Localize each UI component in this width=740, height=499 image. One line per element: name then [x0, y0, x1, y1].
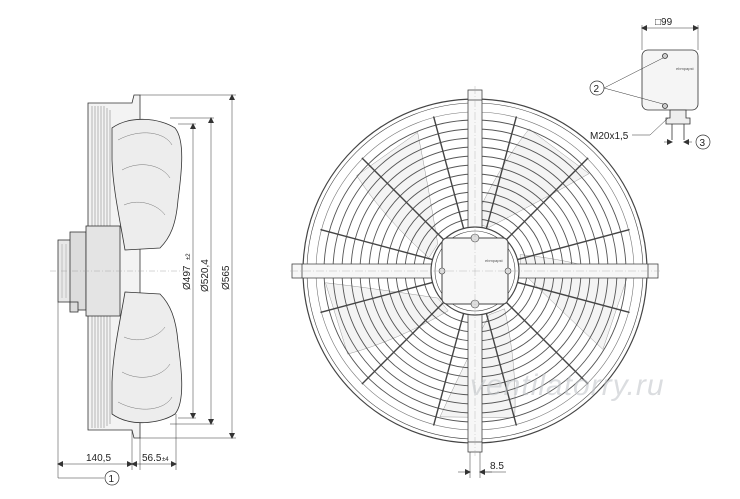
guard-spoke: [361, 301, 445, 385]
fan-blade: [356, 131, 439, 259]
front-view: [290, 86, 660, 456]
svg-text:2: 2: [594, 84, 600, 95]
guard-spoke: [361, 157, 445, 241]
guard-spoke: [485, 116, 518, 229]
dim-blade-group: Ø497 ±2: [182, 253, 193, 290]
hub-logo: ebmpapst: [485, 258, 503, 263]
callout-3: 3: [695, 134, 711, 150]
dim-hub-offset-label: 56.5: [142, 453, 162, 464]
callout-2: 2: [589, 80, 605, 96]
dim-ring-label: Ø520,4: [200, 259, 211, 292]
dim-guard-group: Ø565: [221, 265, 232, 290]
box-size-label: □99: [655, 17, 673, 28]
svg-text:1: 1: [109, 474, 115, 485]
callout-1: 1: [104, 470, 120, 486]
guard-spoke: [505, 301, 589, 385]
dim-foot-label: 8.5: [490, 461, 504, 472]
dim-depth-label: 140,5: [86, 453, 111, 464]
guard-spoke: [517, 281, 630, 314]
box-logo: ebmpapst: [676, 66, 694, 71]
cable-gland: [665, 109, 691, 125]
guard-spoke: [320, 281, 433, 314]
terminal-box-detail: [603, 25, 699, 145]
dim-ring-group: Ø520,4: [200, 259, 211, 292]
foot-dimension: [458, 452, 506, 478]
blade-upper: [111, 118, 183, 251]
guard-spoke: [432, 116, 465, 229]
dim-hub-offset-tol: ±4: [162, 457, 169, 463]
watermark: ventilatorry.ru: [470, 369, 665, 402]
fan-blade: [472, 128, 590, 228]
guard-spoke: [320, 228, 433, 261]
dim-hub-offset-group: 56.5 ±4: [142, 453, 169, 464]
guard-spoke: [432, 313, 465, 426]
dim-guard-label: Ø565: [221, 265, 232, 290]
guard-spoke: [485, 313, 518, 426]
side-dimensions: [57, 94, 236, 479]
blade-lower: [111, 291, 183, 424]
terminal-box: [641, 49, 699, 111]
guard-spoke: [517, 228, 630, 261]
guard-spokes: [320, 116, 630, 426]
dim-blade-label: Ø497: [182, 265, 193, 290]
cable-gland-side: [69, 301, 79, 313]
svg-text:3: 3: [700, 138, 706, 149]
side-view: [50, 94, 190, 439]
cable-gland-label: M20x1,5: [590, 131, 629, 142]
guard-spoke: [505, 157, 589, 241]
dim-blade-tol: ±2: [186, 253, 192, 260]
